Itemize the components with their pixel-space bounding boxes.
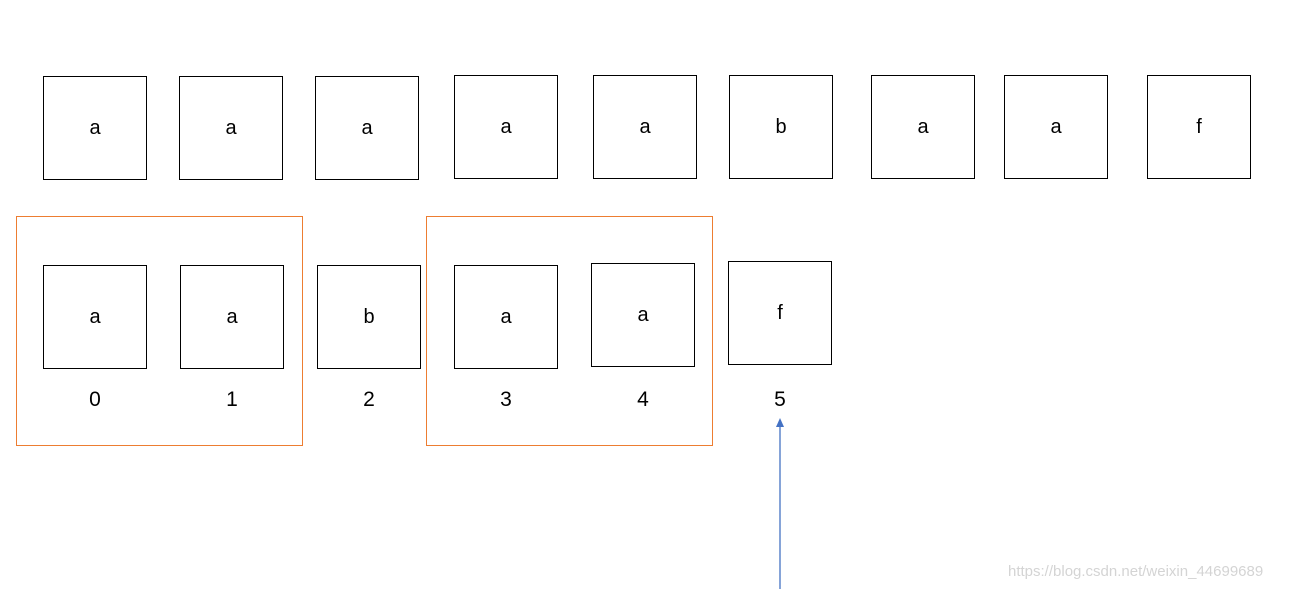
bottom-cell-0: a <box>43 265 147 369</box>
top-cell-0: a <box>43 76 147 180</box>
top-cell-1: a <box>179 76 283 180</box>
index-label-0: 0 <box>89 388 101 411</box>
top-cell-2: a <box>315 76 419 180</box>
index-label-4: 4 <box>637 388 649 411</box>
bottom-cell-5: f <box>728 261 832 365</box>
index-label-1: 1 <box>226 388 238 411</box>
index-label-3: 3 <box>500 388 512 411</box>
group-box-2 <box>426 216 713 446</box>
group-box-1 <box>16 216 303 446</box>
arrow-head <box>776 418 784 427</box>
top-cell-4: a <box>593 75 697 179</box>
top-cell-6: a <box>871 75 975 179</box>
pointer-arrow <box>776 418 784 589</box>
watermark: https://blog.csdn.net/weixin_44699689 <box>1008 563 1264 580</box>
bottom-cell-3: a <box>454 265 558 369</box>
index-label-2: 2 <box>363 388 375 411</box>
bottom-cell-1: a <box>180 265 284 369</box>
top-cell-3: a <box>454 75 558 179</box>
bottom-cell-4: a <box>591 263 695 367</box>
index-label-5: 5 <box>774 388 786 411</box>
top-cell-8: f <box>1147 75 1251 179</box>
top-cell-5: b <box>729 75 833 179</box>
top-cell-7: a <box>1004 75 1108 179</box>
bottom-cell-2: b <box>317 265 421 369</box>
